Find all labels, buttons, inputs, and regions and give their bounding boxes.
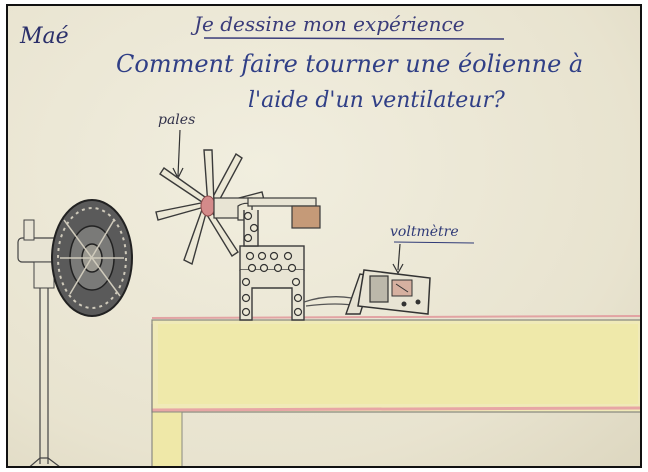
page-title: Je dessine mon expérience — [194, 12, 465, 36]
drawing-frame: Maé Je dessine mon expérience Comment fa… — [6, 4, 642, 468]
question-line-1: Comment faire tourner une éolienne à — [116, 50, 584, 78]
pales-arrow — [177, 129, 181, 177]
label-blades: pales — [158, 112, 196, 128]
table-icon — [151, 315, 640, 466]
sketch-canvas — [17, 37, 640, 466]
voltmeter-underline — [393, 241, 475, 244]
voltmeter-icon — [345, 269, 431, 315]
voltmeter-arrow — [397, 243, 401, 271]
fan-icon — [17, 199, 133, 466]
title-underline — [203, 37, 505, 40]
wire-1 — [303, 296, 353, 303]
wind-turbine-icon — [155, 149, 321, 321]
label-voltmeter: voltmètre — [390, 224, 459, 240]
question-line-2: l'aide d'un ventilateur? — [248, 88, 505, 113]
student-name: Maé — [20, 24, 69, 49]
